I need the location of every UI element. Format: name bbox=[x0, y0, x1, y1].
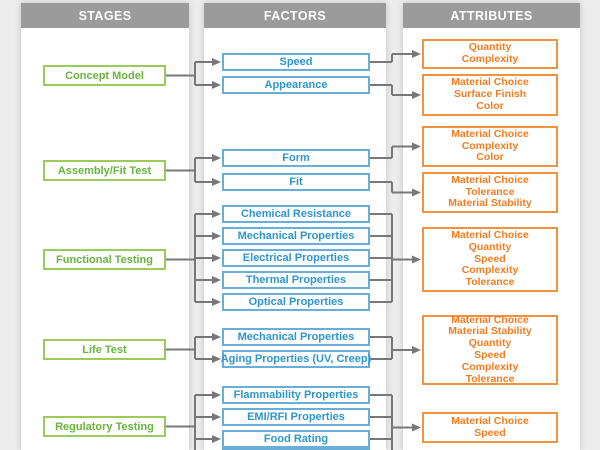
attribute-line: Material Choice bbox=[451, 229, 529, 241]
attribute-line: Color bbox=[476, 99, 504, 112]
factor-box: Form bbox=[222, 149, 370, 167]
factor-box: Aging Properties (UV, Creep) bbox=[220, 350, 372, 368]
factor-label: Appearance bbox=[264, 79, 328, 91]
partial-factor-box bbox=[222, 448, 370, 450]
attribute-line: Material Choice bbox=[451, 414, 529, 427]
stage-label: Assembly/Fit Test bbox=[57, 164, 152, 177]
attribute-line: Speed bbox=[474, 349, 506, 361]
attribute-line: Material Choice bbox=[451, 313, 529, 326]
factor-label: Flammability Properties bbox=[233, 389, 359, 401]
attribute-line: Material Choice bbox=[451, 76, 529, 89]
attribute-line: Speed bbox=[474, 252, 506, 265]
factor-label: Electrical Properties bbox=[242, 252, 350, 264]
attribute-line: Speed bbox=[474, 426, 506, 439]
attribute-line: Surface Finish bbox=[453, 88, 527, 101]
factor-box: Food Rating bbox=[222, 430, 370, 448]
attribute-line: Tolerance bbox=[465, 276, 515, 289]
factor-box: Chemical Resistance bbox=[222, 205, 370, 223]
attribute-line: Quantity bbox=[468, 41, 512, 54]
stage-box: Regulatory Testing bbox=[43, 416, 166, 437]
attribute-line: Material Stability bbox=[448, 197, 532, 210]
attribute-line: Color bbox=[476, 151, 504, 164]
attribute-line: Quantity bbox=[468, 337, 512, 350]
stage-box: Life Test bbox=[43, 339, 166, 360]
factor-label: Chemical Resistance bbox=[240, 208, 352, 220]
stage-label: Life Test bbox=[82, 343, 127, 356]
factor-label: Food Rating bbox=[263, 433, 329, 445]
stage-box: Assembly/Fit Test bbox=[43, 160, 166, 181]
factor-label: Fit bbox=[289, 176, 303, 188]
attribute-line: Material Choice bbox=[451, 127, 529, 140]
factor-label: Mechanical Properties bbox=[237, 230, 355, 242]
factors-header: FACTORS bbox=[204, 3, 386, 28]
factor-label: Thermal Properties bbox=[245, 274, 347, 286]
factor-label: Form bbox=[282, 152, 310, 164]
factor-box: Speed bbox=[222, 53, 370, 71]
attribute-line: Complexity bbox=[461, 139, 519, 152]
factor-box: Appearance bbox=[222, 76, 370, 94]
factor-label: Optical Properties bbox=[248, 296, 344, 308]
attribute-line: Complexity bbox=[461, 53, 519, 65]
attribute-line: Complexity bbox=[461, 264, 519, 277]
stage-label: Functional Testing bbox=[56, 253, 153, 266]
factor-label: Aging Properties (UV, Creep) bbox=[220, 353, 372, 365]
factor-box: Electrical Properties bbox=[222, 249, 370, 267]
factor-label: Mechanical Properties bbox=[237, 331, 355, 343]
factor-box: EMI/RFI Properties bbox=[222, 408, 370, 426]
factor-box: Mechanical Properties bbox=[222, 328, 370, 346]
factor-label: EMI/RFI Properties bbox=[247, 411, 345, 423]
stages-header: STAGES bbox=[21, 3, 189, 28]
attribute-line: Tolerance bbox=[465, 185, 515, 198]
attribute-line: Quantity bbox=[468, 240, 512, 253]
factor-box: Thermal Properties bbox=[222, 271, 370, 289]
factor-box: Fit bbox=[222, 173, 370, 191]
attribute-line: Material Stability bbox=[448, 325, 532, 338]
factor-label: Speed bbox=[279, 56, 313, 68]
stage-label: Concept Model bbox=[65, 69, 144, 82]
factor-box: Optical Properties bbox=[222, 293, 370, 311]
factor-box: Flammability Properties bbox=[222, 386, 370, 404]
stage-box: Concept Model bbox=[43, 65, 166, 86]
stage-box: Functional Testing bbox=[43, 249, 166, 270]
attribute-line: Tolerance bbox=[465, 372, 515, 385]
attribute-line: Material Choice bbox=[451, 173, 529, 186]
stage-label: Regulatory Testing bbox=[55, 420, 154, 433]
attributes-header: ATTRIBUTES bbox=[403, 3, 580, 28]
factor-box: Mechanical Properties bbox=[222, 227, 370, 245]
attribute-line: Complexity bbox=[461, 360, 519, 373]
